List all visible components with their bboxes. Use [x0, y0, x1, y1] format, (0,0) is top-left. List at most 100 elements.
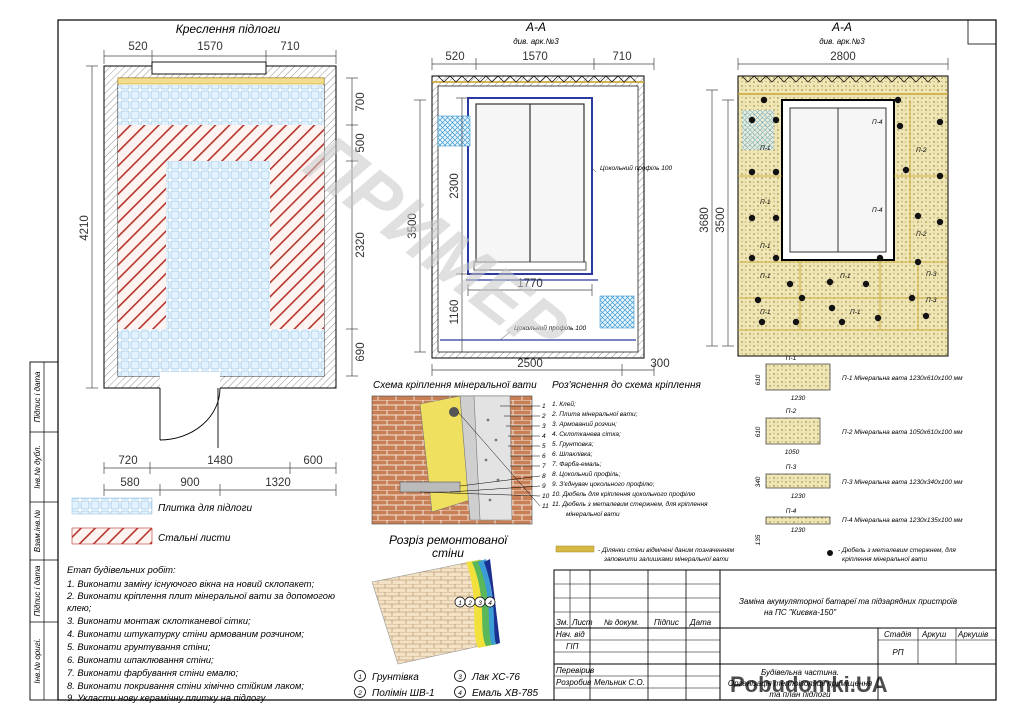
- svg-text:1: 1: [358, 674, 362, 681]
- svg-text:Перевірив: Перевірив: [556, 666, 594, 675]
- svg-text:1. Клей;: 1. Клей;: [552, 400, 576, 408]
- svg-text:10: 10: [542, 493, 550, 500]
- svg-text:- Ділянки стіни відмічені дани: - Ділянки стіни відмічені даним позначен…: [598, 546, 735, 554]
- side-stamp-strip: Підпис і дата Інв.№ дубл. Взам.інв.№ Під…: [29, 361, 59, 701]
- svg-text:П-3: П-3: [786, 464, 797, 471]
- svg-text:3. Армований розчин;: 3. Армований розчин;: [552, 420, 617, 428]
- svg-text:Нач. від: Нач. від: [556, 630, 585, 639]
- side-stamp-5: Інв.№ оригі.: [33, 638, 42, 683]
- sb-dim-left-2: 3500: [715, 207, 727, 233]
- sa-dim-bottom-1: 2500: [517, 358, 543, 370]
- stage-item: 5. Виконати грунтування стіни;: [67, 642, 211, 652]
- sa-dim-left-2: 2300: [449, 173, 461, 199]
- floor-plan-title: Креслення підлоги: [176, 22, 281, 36]
- sb-panel-label: П-1: [760, 273, 771, 280]
- stage-item: 9. Укласти нову керамічну плитку на підл…: [67, 693, 267, 703]
- svg-text:П-2: П-2: [786, 408, 797, 415]
- section-a: А-А див. арк.№3 520 1570 710 Цокольний п…: [407, 20, 673, 376]
- svg-text:1: 1: [542, 403, 546, 410]
- title-block-text: Зм. Лист № докум. Підпис Дата Нач. від Г…: [556, 597, 988, 699]
- fp-dim-top-3: 710: [280, 41, 299, 53]
- sa-dim-top-1: 520: [445, 51, 464, 63]
- legend-tile-swatch: [71, 497, 153, 515]
- developer-name: Мельник С.О.: [594, 678, 645, 687]
- legend-steel-label: Стальні листи: [158, 533, 231, 544]
- svg-text:Лак ХС-76: Лак ХС-76: [471, 672, 520, 683]
- panel-desc: П-2 Мінеральна вата 1050х610х100 мм: [842, 428, 963, 436]
- svg-text:340: 340: [755, 476, 762, 487]
- stage-item: 7. Виконати фарбування стіни емалю;: [67, 668, 239, 678]
- svg-text:1230: 1230: [791, 395, 806, 402]
- sb-panel-label: П-1: [760, 309, 771, 316]
- fp-dim-bottom-6: 1320: [265, 477, 291, 489]
- sb-panel-label: П-3: [926, 271, 937, 278]
- svg-text:610: 610: [755, 374, 762, 385]
- fp-dim-right-2: 500: [355, 133, 367, 152]
- svg-text:Лист: Лист: [571, 618, 593, 627]
- mount-scheme-title: Схема кріплення мінеральної вати: [373, 380, 537, 391]
- section-b: А-А див. арк.№3 2800 П-4 П-2 П-1 П-4 П-2…: [699, 20, 949, 357]
- sa-dim-bottom-2: 300: [650, 358, 669, 370]
- svg-text:Емаль ХВ-785: Емаль ХВ-785: [472, 688, 538, 699]
- sb-panel-label: П-3: [926, 297, 937, 304]
- panel-p2: [765, 417, 821, 445]
- sheet-frame: [57, 19, 997, 701]
- svg-text:Pobudomki.UA: Pobudomki.UA: [730, 672, 888, 697]
- dowel-note-icon: [827, 550, 833, 556]
- sb-panel-label: П-1: [760, 243, 771, 250]
- legend-tile-label: Плитка для підлоги: [158, 503, 253, 514]
- svg-text:7: 7: [542, 463, 546, 470]
- mount-scheme: Схема кріплення мінеральної вати 1 2 3 4…: [371, 380, 550, 525]
- section-b-title: А-А: [831, 20, 852, 34]
- notes: - Ділянки стіни відмічені даним позначен…: [555, 545, 956, 563]
- fp-dim-top-1: 520: [128, 41, 147, 53]
- stages-title: Етап будівельних робіт:: [67, 565, 176, 575]
- fp-dim-right-3: 2320: [355, 232, 367, 258]
- part-title-2: Організація теплоізоляції приміщення: [728, 679, 873, 688]
- wall-section: Розріз ремонтованої стіни 1 2 3 4 1 Грун…: [354, 533, 538, 699]
- stage-item: 8. Виконати покривання стіни хімічно сті…: [67, 681, 304, 691]
- stage-item: клею;: [67, 603, 92, 613]
- sb-panel-label: П-4: [872, 119, 883, 126]
- wall-section-title-1: Розріз ремонтованої: [389, 533, 508, 547]
- svg-text:9. З'єднувач цокольного профіл: 9. З'єднувач цокольного профілю;: [552, 480, 655, 488]
- stage-item: 1. Виконати заміну існуючого вікна на но…: [67, 579, 315, 589]
- svg-text:7. Фарба-емаль;: 7. Фарба-емаль;: [552, 460, 602, 468]
- svg-text:Розробив: Розробив: [556, 678, 591, 687]
- section-a-title: А-А: [525, 20, 546, 34]
- stage-item: 4. Виконати штукатурку стіни армованим р…: [67, 629, 304, 639]
- svg-text:Підпис: Підпис: [654, 618, 679, 627]
- fp-radiator-strip: [117, 77, 325, 85]
- svg-text:П-4: П-4: [786, 508, 797, 515]
- panel-desc: П-4 Мінеральна вата 1230х135х100 мм: [842, 516, 963, 524]
- sa-profile-label-2: Цокольний профіль 100: [514, 324, 587, 332]
- title-block: [553, 569, 997, 701]
- explain-title: Роз'яснення до схема кріплення: [552, 380, 701, 391]
- sa-dim-left-1: 3500: [407, 213, 419, 239]
- stages-list: Етап будівельних робіт: 1. Виконати замі…: [66, 565, 335, 703]
- fp-tiles-top: [118, 85, 324, 125]
- svg-text:Зм.: Зм.: [556, 618, 569, 627]
- svg-text:4. Склотканева сітка;: 4. Склотканева сітка;: [552, 430, 621, 438]
- svg-text:Дата: Дата: [689, 618, 712, 627]
- sb-panel-label: П-2: [916, 231, 927, 238]
- svg-text:3: 3: [478, 600, 482, 607]
- part-title-3: та план підлоги: [769, 690, 831, 699]
- sa-dim-top-3: 710: [612, 51, 631, 63]
- svg-text:Грунтівка: Грунтівка: [372, 672, 419, 683]
- svg-text:1230: 1230: [791, 527, 806, 534]
- fp-dim-bottom-2: 1480: [207, 455, 233, 467]
- fp-dim-bottom-1: 720: [118, 455, 137, 467]
- sa-profile-label-1: Цокольний профіль 100: [600, 164, 673, 172]
- svg-text:Аркуш: Аркуш: [921, 630, 947, 639]
- svg-text:2: 2: [541, 413, 546, 420]
- mount-explanations: Роз'яснення до схема кріплення 1. Клей; …: [551, 380, 708, 518]
- fp-dim-left: 4210: [79, 215, 91, 241]
- svg-text:9: 9: [542, 483, 546, 490]
- fp-steel-left: [118, 161, 166, 329]
- fp-dim-right-4: 690: [355, 342, 367, 361]
- panel-p3: [765, 473, 831, 489]
- fp-steel-band: [118, 125, 324, 161]
- svg-text:8: 8: [542, 473, 546, 480]
- wall-layer-legend: 1 Грунтівка 2 Полімін ШВ-1 3 Лак ХС-76 4…: [354, 670, 538, 699]
